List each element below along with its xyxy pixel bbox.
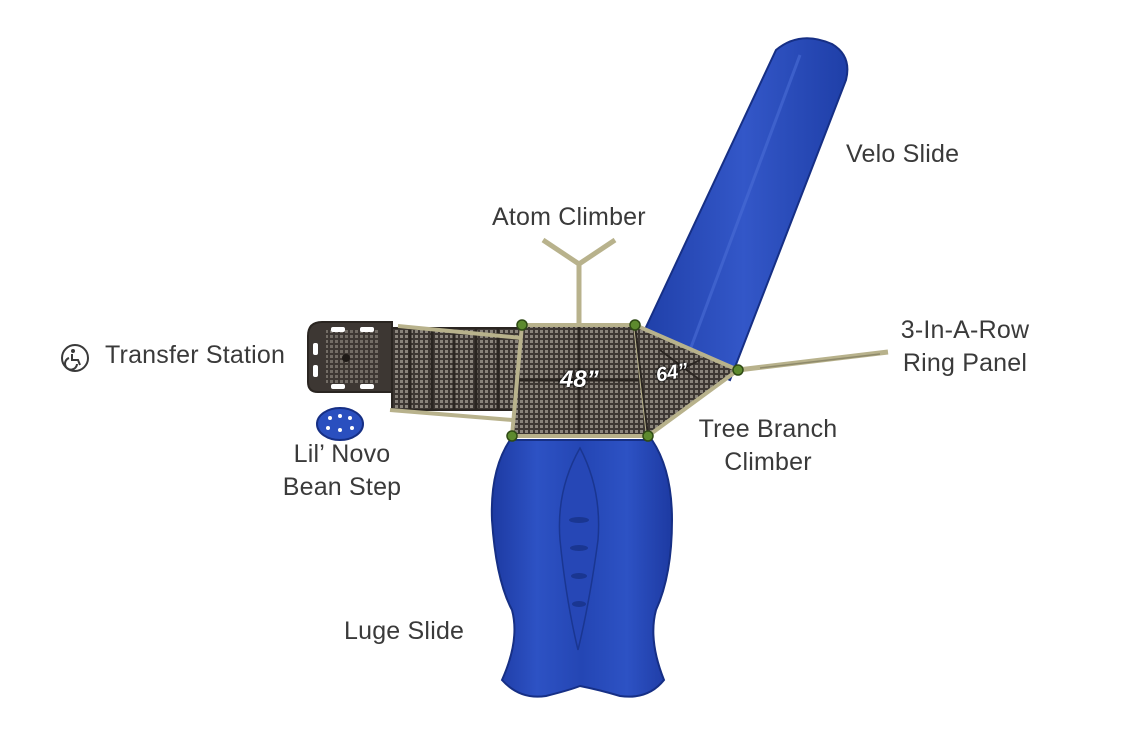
luge-slide bbox=[490, 439, 674, 698]
bean-step bbox=[316, 407, 364, 441]
bean-step-line-1: Lil’ Novo bbox=[293, 440, 391, 468]
post bbox=[516, 319, 528, 331]
wheelchair-accessible-icon bbox=[61, 344, 89, 372]
velo-slide bbox=[638, 37, 849, 382]
bean-step-line-2: Bean Step bbox=[282, 473, 402, 501]
ring-panel bbox=[737, 349, 889, 373]
dimension-square-deck: 48” bbox=[560, 366, 599, 393]
transfer-station-platform bbox=[307, 321, 393, 393]
ring-panel-line-2: Ring Panel bbox=[902, 349, 1028, 377]
ring-panel-line-1: 3-In-A-Row bbox=[900, 316, 1030, 344]
post bbox=[506, 430, 518, 442]
label-velo-slide: Velo Slide bbox=[846, 140, 960, 168]
label-atom-climber: Atom Climber bbox=[492, 203, 646, 231]
tree-branch-line-1: Tree Branch bbox=[698, 415, 838, 443]
tree-branch-line-2: Climber bbox=[724, 448, 812, 476]
label-transfer-station: Transfer Station bbox=[105, 341, 286, 369]
label-bean-step: Lil’ Novo Bean Step bbox=[268, 438, 416, 504]
post bbox=[642, 430, 654, 442]
deck-posts bbox=[506, 319, 744, 442]
post bbox=[732, 364, 744, 376]
transfer-steps bbox=[389, 324, 523, 422]
post bbox=[629, 319, 641, 331]
square-deck bbox=[509, 323, 651, 438]
label-luge-slide: Luge Slide bbox=[344, 617, 465, 645]
atom-climber bbox=[541, 237, 617, 325]
label-tree-branch-climber: Tree Branch Climber bbox=[688, 413, 848, 479]
label-ring-panel: 3-In-A-Row Ring Panel bbox=[890, 314, 1040, 380]
